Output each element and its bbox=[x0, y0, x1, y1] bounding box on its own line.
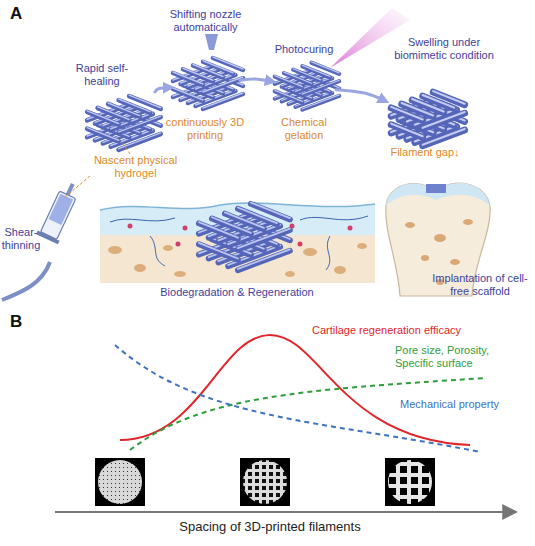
bone-node: Implantation of cell-free scaffold bbox=[380, 170, 490, 296]
syringe-node: Shear-thinning bbox=[30, 180, 75, 270]
sample-image bbox=[95, 458, 145, 506]
scaffold-stage: PhotocuringChemical gelation bbox=[272, 60, 336, 112]
swollen-scaffold bbox=[391, 91, 465, 146]
process-arrow bbox=[336, 90, 385, 101]
scaffold-stage: Shifting nozzle automaticallycontinuousl… bbox=[170, 55, 240, 113]
curve-label: Pore size, Porosity, Specific surface bbox=[395, 344, 525, 370]
axis-title: Spacing of 3D-printed filaments bbox=[90, 519, 450, 534]
axis-arrow bbox=[55, 511, 515, 513]
stage-note: continuously 3D printing bbox=[165, 116, 245, 142]
leader-line bbox=[64, 176, 90, 198]
nozzle bbox=[205, 34, 218, 50]
cells bbox=[128, 224, 353, 247]
stage-label: Rapid self-healing bbox=[62, 62, 142, 88]
scaffold-cube bbox=[173, 57, 243, 109]
hydrogel-fill bbox=[49, 194, 74, 225]
sample-image bbox=[240, 458, 290, 506]
curve-label: Mechanical property bbox=[400, 398, 515, 411]
tissue-section bbox=[100, 203, 375, 283]
scaffold-stage: Rapid self-healing bbox=[82, 92, 160, 150]
curve-label: Cartilage regeneration efficacy bbox=[312, 324, 487, 337]
panel-letter: A bbox=[10, 4, 30, 23]
stage-label: Implantation of cell-free scaffold bbox=[430, 272, 530, 298]
tube bbox=[2, 262, 50, 300]
panel-letter: B bbox=[10, 312, 30, 331]
stage-label: Biodegradation & Regeneration bbox=[137, 286, 337, 299]
implant bbox=[426, 184, 446, 193]
process-arrow bbox=[240, 79, 272, 81]
stage-label: Shifting nozzle automatically bbox=[158, 8, 253, 34]
leader-line bbox=[122, 142, 130, 154]
process-arrow bbox=[155, 87, 170, 92]
stage-label: Swelling under biomimetic condition bbox=[385, 36, 503, 62]
syringe bbox=[36, 179, 84, 244]
scaffold-cube bbox=[275, 62, 339, 110]
material-label: Nascent physical hydrogel bbox=[88, 154, 183, 180]
stage-note: Filament gap↓ bbox=[385, 146, 465, 159]
stage-note: Chemical gelation bbox=[262, 116, 346, 142]
cartilage-cap bbox=[386, 183, 490, 206]
stage-label: Shear-thinning bbox=[0, 226, 42, 252]
tissue-node: Biodegradation & Regeneration bbox=[100, 200, 375, 283]
sample-image bbox=[385, 458, 435, 506]
scaffold-stage: Swelling under biomimetic conditionFilam… bbox=[385, 90, 465, 142]
stage-label: Photocuring bbox=[262, 43, 346, 56]
scaffold-cube bbox=[87, 95, 160, 150]
barrel bbox=[41, 191, 76, 239]
